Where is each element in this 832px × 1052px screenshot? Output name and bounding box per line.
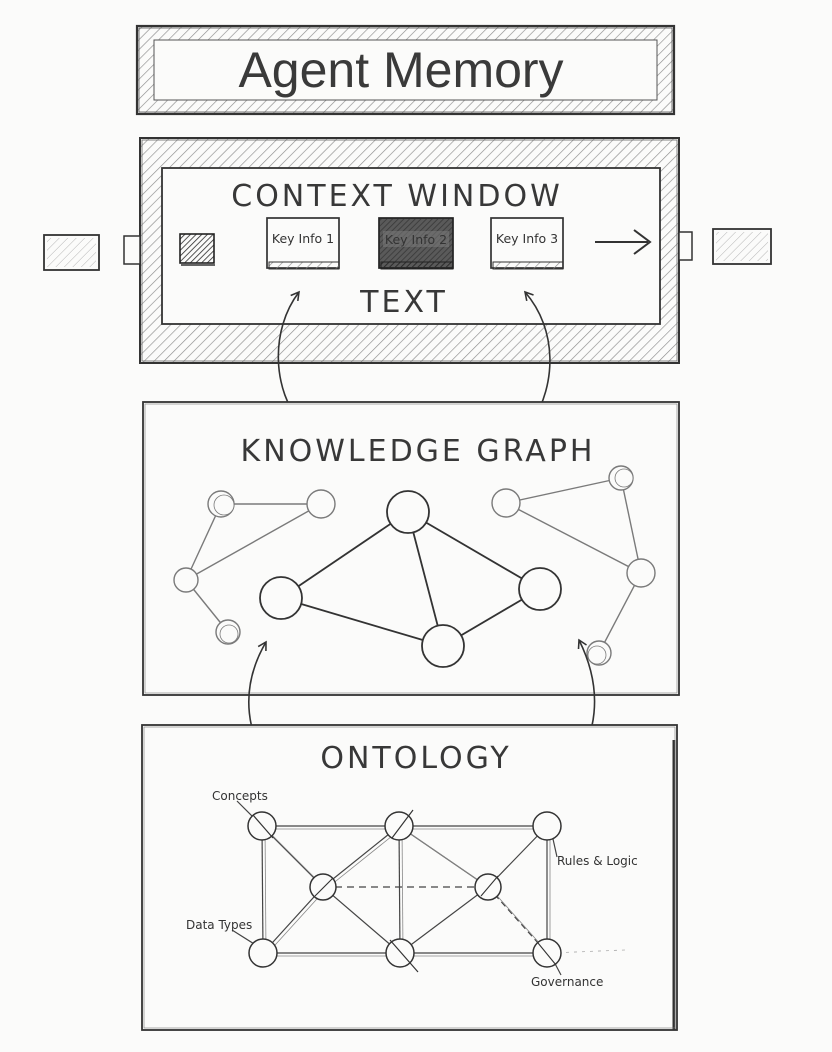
page-title: Agent Memory [238, 42, 563, 98]
ontology-node [532, 811, 562, 841]
ontology-node [309, 873, 337, 901]
graph-cluster-center [259, 490, 562, 668]
right-stub-tab [678, 231, 693, 261]
key-info-2: Key Info 2 [378, 217, 454, 270]
graph-cluster-right [491, 465, 656, 666]
ontology-label-governance: Governance [531, 975, 603, 989]
ontology-label-rules: Rules & Logic [557, 854, 638, 868]
key-info-1: Key Info 1 [266, 217, 340, 270]
graph-cluster-left [173, 489, 336, 645]
ontology-section: ONTOLOGY [141, 724, 678, 1031]
key-info-2-label: Key Info 2 [385, 232, 447, 247]
key-info-3-label: Key Info 3 [496, 231, 558, 246]
title-banner: Agent Memory [135, 24, 676, 116]
context-window-subtitle: TEXT [359, 285, 448, 320]
knowledge-graph-section: KNOWLEDGE GRAPH [142, 401, 680, 696]
ontology-label-concepts: Concepts [212, 789, 268, 803]
ontology-nodes [247, 809, 562, 973]
ontology-label-data-types: Data Types [186, 918, 252, 932]
key-info-3: Key Info 3 [490, 217, 564, 270]
ontology-title: ONTOLOGY [320, 741, 511, 776]
ontology-node [248, 938, 278, 968]
key-info-1-label: Key Info 1 [272, 231, 334, 246]
knowledge-graph-title: KNOWLEDGE GRAPH [241, 434, 596, 469]
arrow-right-icon [595, 229, 652, 255]
ontology-node [532, 938, 562, 968]
context-window-section: CONTEXT WINDOW Key Info 1 Key Info 2 Key… [43, 137, 772, 364]
context-token-square [179, 233, 215, 264]
left-stub-tab [123, 235, 141, 265]
context-window-title: CONTEXT WINDOW [231, 179, 563, 214]
